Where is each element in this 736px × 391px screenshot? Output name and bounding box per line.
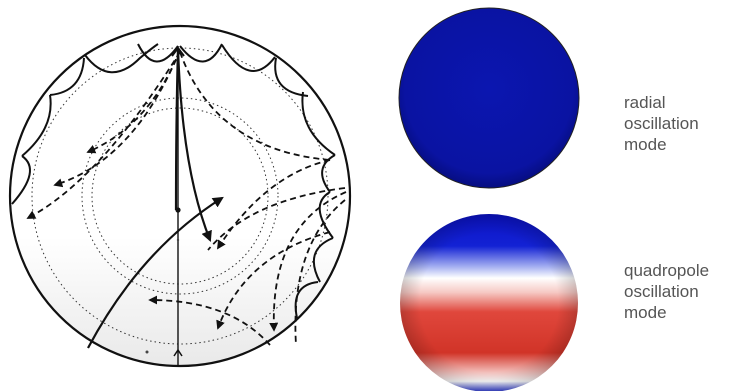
quadrupole-mode-label-line2: oscillation bbox=[624, 282, 699, 301]
caustic-scallops bbox=[11, 43, 336, 319]
solid-rays bbox=[87, 47, 224, 349]
radial-mode-label: radial oscillation mode bbox=[624, 92, 699, 155]
dotted-circle-inner bbox=[91, 107, 269, 285]
speck bbox=[145, 350, 149, 354]
dotted-circle-outer bbox=[31, 47, 329, 345]
quadrupole-mode-label: quadropole oscillation mode bbox=[624, 260, 709, 323]
center-point bbox=[175, 207, 181, 213]
quadrupole-mode-shade bbox=[400, 214, 578, 391]
quadrupole-mode-label-line3: mode bbox=[624, 303, 667, 322]
radial-mode-label-line2: oscillation bbox=[624, 114, 699, 133]
radial-mode-sphere bbox=[398, 7, 580, 189]
quadrupole-mode-label-line1: quadropole bbox=[624, 261, 710, 280]
dotted-circle-mid bbox=[81, 97, 279, 295]
outer-circle bbox=[8, 24, 352, 368]
dashed-rays bbox=[26, 49, 347, 346]
radial-mode-label-line1: radial bbox=[624, 93, 666, 112]
speck bbox=[176, 238, 180, 242]
radial-mode-label-line3: mode bbox=[624, 135, 667, 154]
